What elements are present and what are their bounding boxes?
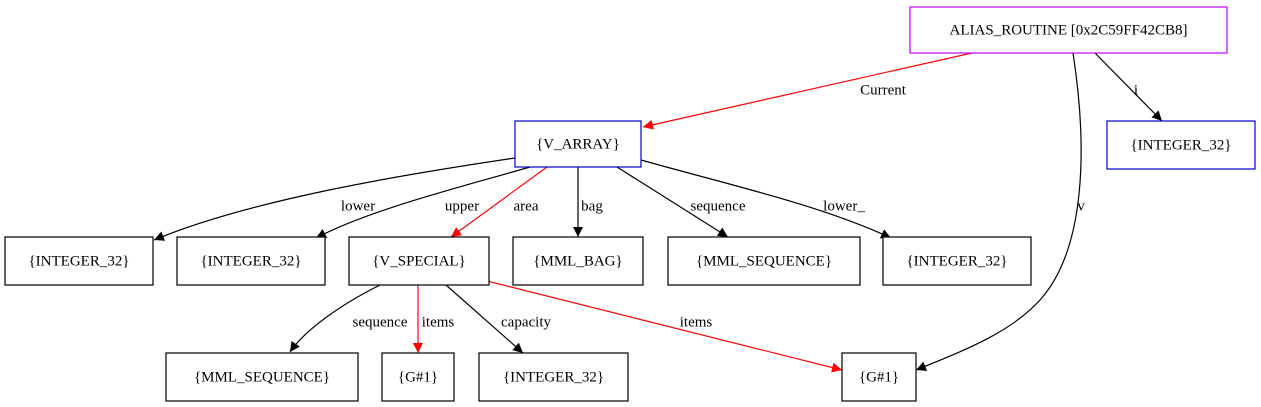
node-mml-sequence-2: {MML_SEQUENCE} — [165, 352, 359, 402]
node-integer-capacity: {INTEGER_32} — [478, 352, 629, 402]
edge-sp-items: items — [413, 285, 455, 353]
node-g1-a: {G#1} — [381, 352, 455, 402]
edge-i: i — [1094, 52, 1163, 122]
node-label: {INTEGER_32} — [503, 369, 604, 385]
edge-lower: lower — [153, 157, 516, 241]
edge-line — [450, 166, 548, 238]
node-label: {INTEGER_32} — [28, 253, 129, 269]
node-v-special: {V_SPECIAL} — [348, 236, 490, 286]
node-box — [882, 236, 1032, 286]
node-box — [841, 352, 917, 402]
edge-upper: upper — [315, 166, 531, 239]
nodes-layer: ALIAS_ROUTINE [0x2C59FF42CB8] {V_ARRAY} {I… — [4, 6, 1256, 402]
node-label: {MML_SEQUENCE} — [696, 253, 832, 269]
edge-v: v — [915, 52, 1085, 371]
edge-line — [616, 166, 729, 238]
node-box — [909, 6, 1228, 54]
edge-label: lower_ — [823, 198, 865, 214]
node-mml-bag: {MML_BAG} — [512, 236, 644, 286]
node-label: {INTEGER_32} — [1130, 137, 1231, 153]
edges-layer: Current i v lower upper area bag sequence lower_… — [153, 52, 1163, 373]
node-integer-lower: {INTEGER_32} — [4, 236, 154, 286]
node-g1-b: {G#1} — [841, 352, 917, 402]
edge-sp-capacity: capacity — [445, 284, 551, 354]
node-box — [165, 352, 359, 402]
edge-sp-sequence: sequence — [289, 284, 408, 353]
edge-label: capacity — [501, 314, 551, 330]
edge-label: i — [1134, 82, 1138, 98]
node-label: {V_ARRAY} — [536, 136, 620, 152]
edge-sp-items2: items — [486, 280, 843, 373]
node-alias-routine: ALIAS_ROUTINE [0x2C59FF42CB8] — [909, 6, 1228, 54]
edge-line — [486, 280, 843, 373]
edge-label: Current — [860, 82, 907, 98]
edge-line — [153, 157, 516, 241]
edge-label: sequence — [353, 314, 408, 330]
node-mml-sequence-1: {MML_SEQUENCE} — [667, 236, 861, 286]
edge-line — [289, 284, 381, 353]
edge-sequence: sequence — [616, 166, 746, 238]
edge-line — [915, 52, 1082, 371]
node-integer-upper: {INTEGER_32} — [176, 236, 326, 286]
edge-bag: bag — [573, 167, 603, 237]
node-box — [514, 120, 642, 168]
edge-line — [640, 159, 892, 239]
node-label: {G#1} — [859, 369, 899, 385]
node-box — [1106, 120, 1256, 170]
node-box — [4, 236, 154, 286]
edge-label: area — [514, 198, 539, 214]
node-label: {V_SPECIAL} — [372, 253, 466, 269]
node-label: {MML_SEQUENCE} — [194, 369, 330, 385]
node-label: {MML_BAG} — [533, 253, 622, 269]
node-box — [478, 352, 629, 402]
edge-current: Current — [642, 52, 973, 130]
node-integer-i: {INTEGER_32} — [1106, 120, 1256, 170]
edge-label: items — [422, 314, 455, 330]
edge-label: bag — [581, 198, 603, 214]
edge-area: area — [450, 166, 548, 238]
node-v-array: {V_ARRAY} — [514, 120, 642, 168]
node-label: {G#1} — [398, 369, 438, 385]
edge-line — [1094, 52, 1163, 122]
node-box — [381, 352, 455, 402]
edge-line — [642, 52, 973, 130]
edge-label: v — [1077, 198, 1085, 214]
node-label: {INTEGER_32} — [906, 253, 1007, 269]
node-box — [512, 236, 644, 286]
node-integer-lower-: {INTEGER_32} — [882, 236, 1032, 286]
node-box — [348, 236, 490, 286]
edge-label: items — [680, 314, 713, 330]
edge-label: upper — [445, 198, 479, 214]
node-label: ALIAS_ROUTINE [0x2C59FF42CB8] — [950, 22, 1188, 38]
edge-label: lower — [341, 198, 375, 214]
node-label: {INTEGER_32} — [200, 253, 301, 269]
node-box — [667, 236, 861, 286]
node-box — [176, 236, 326, 286]
edge-label: sequence — [691, 198, 746, 214]
edge-line — [315, 166, 531, 239]
edge-lower-: lower_ — [640, 159, 892, 239]
edge-line — [445, 284, 524, 354]
